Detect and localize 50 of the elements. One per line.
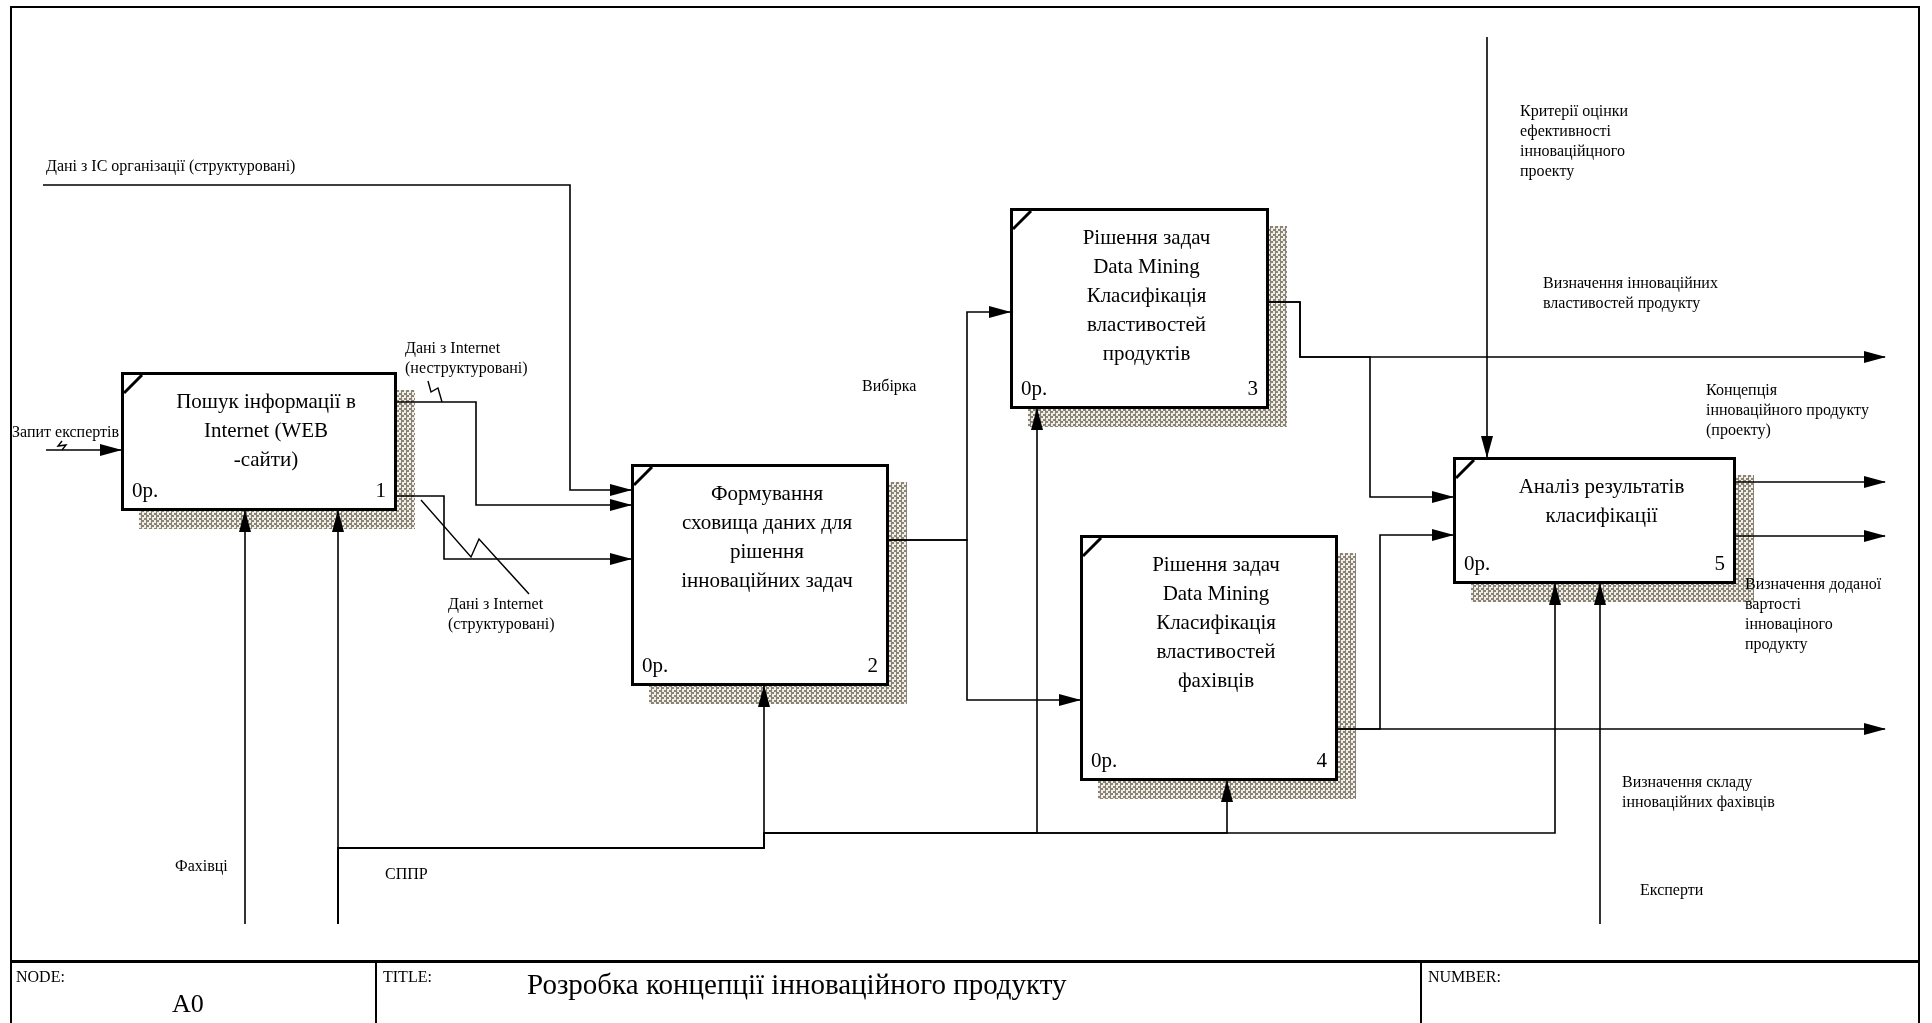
edge-label: Фахівці: [175, 856, 228, 876]
arrow: [1268, 301, 1454, 503]
edge-label: Запит експертів: [12, 422, 120, 442]
arrow: [396, 401, 632, 511]
edge-label: Визначення доданої вартості інноваціного продукту: [1745, 574, 1883, 654]
arrow: [337, 583, 1561, 925]
arrow: [239, 510, 251, 925]
node-number: 1: [375, 476, 386, 504]
node-number: 4: [1316, 746, 1327, 774]
box-title: Формування сховища даних для рішення інноваційних задач: [680, 480, 854, 594]
cost-label: 0р.: [1021, 374, 1048, 402]
process-box: [1080, 535, 1338, 781]
arrow: [1735, 530, 1886, 542]
arrow: [888, 539, 1081, 706]
box-title: Рішення задач Data Mining Класифікація властивостей фахівців: [1151, 551, 1281, 694]
edge-label: Визначення складу інноваційних фахівців: [1622, 772, 1776, 812]
edge-label: Дані з ІС організації (структуровані): [46, 156, 296, 176]
cell-heading: NODE:: [16, 967, 65, 987]
diagram-title: Розробка концепції інноваційного продукту: [527, 967, 1067, 1001]
edge-label: Експерти: [1640, 880, 1704, 900]
node-code: A0: [172, 989, 204, 1019]
node-number: 3: [1247, 374, 1258, 402]
node-number: 5: [1714, 549, 1725, 577]
edge-label: Вибірка: [862, 376, 917, 396]
edge-label: Критерії оцінки ефективності інноваційцного проекту: [1520, 101, 1630, 181]
process-box: [631, 464, 889, 686]
arrow: [1594, 583, 1606, 925]
box-title: Пошук інформації в Internet (WEB -сайти): [175, 388, 357, 473]
edge-label: Дані з Internet (структуровані): [448, 594, 556, 634]
arrow: [1481, 36, 1493, 458]
arrow: [396, 495, 632, 565]
cost-label: 0р.: [1091, 746, 1118, 774]
arrow: [1337, 529, 1454, 730]
box-title: Рішення задач Data Mining Класифікація властивостей продуктів: [1081, 224, 1212, 367]
edge-label: Дані з Internet (неструктуровані): [405, 338, 529, 378]
cost-label: 0р.: [642, 651, 669, 679]
process-box: [1453, 457, 1736, 584]
arrow: [45, 444, 122, 456]
box-title: Аналіз результатів класифікації: [1517, 473, 1686, 529]
edge-label: СППР: [385, 864, 428, 884]
arrow: [42, 184, 632, 496]
process-box: [121, 372, 397, 511]
cost-label: 0р.: [132, 476, 159, 504]
edge-label: Концепція інноваційного продукту (проекту): [1706, 380, 1870, 440]
cell-heading: TITLE:: [383, 967, 432, 987]
node-number: 2: [867, 651, 878, 679]
cost-label: 0р.: [1464, 549, 1491, 577]
process-box: [1010, 208, 1269, 409]
edge-label: Визначення інноваційних властивостей продукту: [1543, 273, 1719, 313]
cell-heading: NUMBER:: [1428, 967, 1501, 987]
